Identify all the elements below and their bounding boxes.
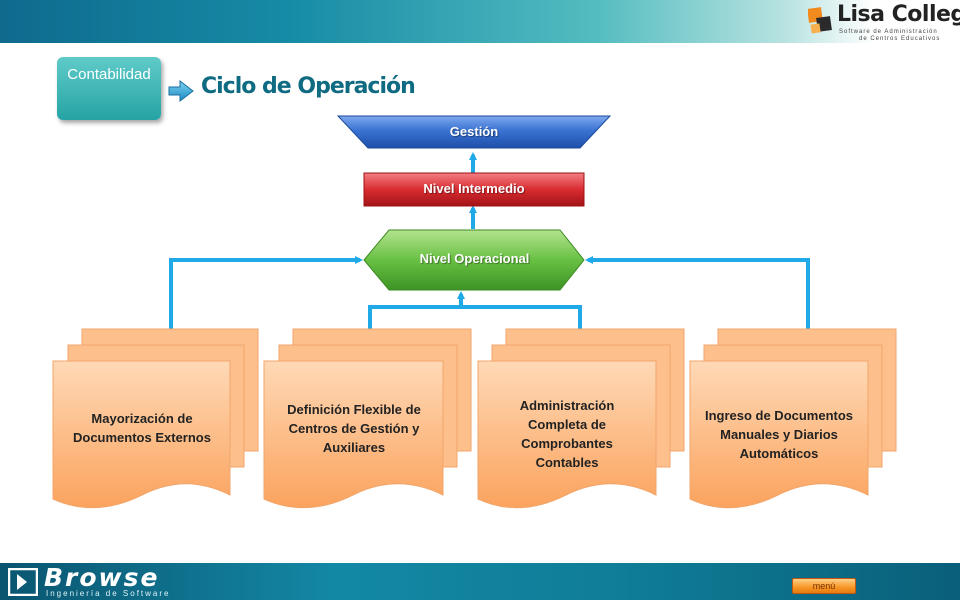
gestion-node bbox=[336, 115, 612, 149]
lisa-college-logo-icon bbox=[808, 7, 832, 34]
document-stack-2 bbox=[263, 328, 472, 509]
nivel-operacional-node bbox=[363, 229, 585, 291]
document-stack-4 bbox=[689, 328, 897, 509]
lisa-college-logo: Lisa College Software de Administración … bbox=[806, 2, 960, 44]
document-stack-3 bbox=[477, 328, 685, 509]
page-title: Ciclo de Operación bbox=[201, 74, 416, 99]
nivel-intermedio-label: Nivel Intermedio bbox=[423, 181, 525, 196]
brand-tagline-line1: Software de Administración bbox=[839, 29, 938, 35]
footer-brand-tagline: Ingeniería de Software bbox=[46, 589, 171, 598]
document-text-3: Administración Completa de Comprobantes … bbox=[519, 398, 615, 470]
nivel-intermedio-node bbox=[363, 172, 585, 207]
document-stack-1 bbox=[52, 328, 259, 509]
title-arrow-icon bbox=[168, 80, 194, 102]
footer-brand-name: Browse bbox=[44, 563, 160, 592]
brand-tagline: Software de Administración de Centros Ed… bbox=[839, 29, 940, 43]
document-text-1: Mayorización de Documentos Externos bbox=[73, 411, 211, 445]
document-text-4: Ingreso de Documentos Manuales y Diarios… bbox=[704, 407, 854, 461]
gestion-label: Gestión bbox=[449, 124, 499, 139]
document-text-2: Definición Flexible de Centros de Gestió… bbox=[287, 401, 421, 455]
nivel-operacional-label: Nivel Operacional bbox=[419, 251, 530, 266]
brand-tagline-line2: de Centros Educativos bbox=[859, 36, 941, 42]
menu-button[interactable]: menú bbox=[792, 578, 856, 594]
connector-doc2-doc3-to-operacional bbox=[368, 305, 582, 331]
brand-name: Lisa College bbox=[837, 2, 960, 27]
section-badge: Contabilidad bbox=[57, 57, 161, 120]
browse-logo-icon bbox=[8, 568, 38, 596]
header-bar bbox=[0, 0, 960, 43]
section-badge-label: Contabilidad bbox=[67, 66, 151, 83]
connector-doc1-to-operacional bbox=[169, 256, 363, 331]
connector-doc4-to-operacional bbox=[585, 256, 810, 331]
